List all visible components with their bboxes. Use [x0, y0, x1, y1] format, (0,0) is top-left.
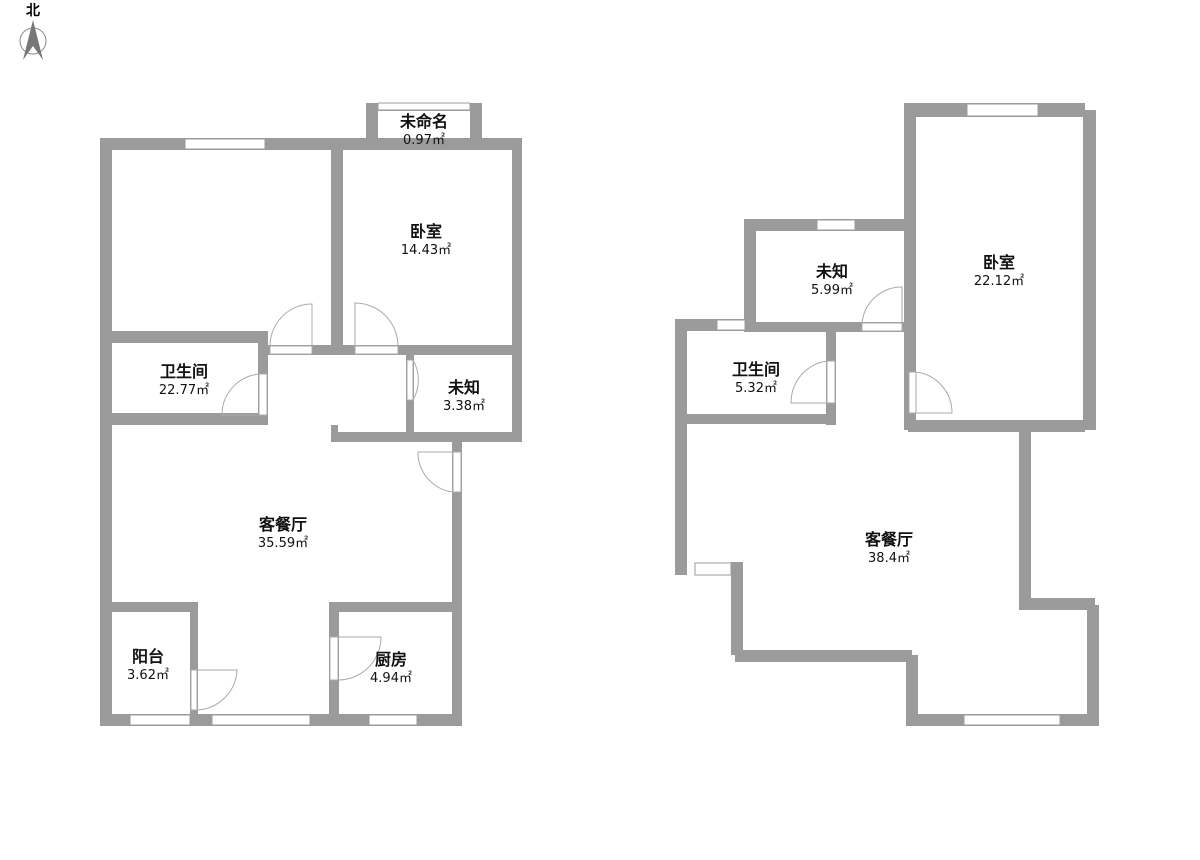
room-name: 客餐厅: [258, 515, 307, 534]
right-plan-windows: [694, 103, 1061, 726]
room-name: 厨房: [374, 650, 408, 669]
room-area: 5.99㎡: [811, 283, 853, 298]
room-name: 未命名: [399, 112, 449, 131]
room-area: 5.32㎡: [735, 381, 777, 396]
room-name: 阳台: [131, 647, 165, 666]
compass-arrow-icon: [19, 20, 47, 60]
room-name: 卫生间: [159, 362, 208, 381]
room-label-kitchen: 厨房 4.94㎡: [370, 650, 412, 688]
room-label-balcony: 阳台 3.62㎡: [127, 647, 169, 685]
room-area: 22.12㎡: [973, 274, 1025, 289]
north-label: 北: [26, 3, 40, 19]
room-area: 4.94㎡: [370, 671, 412, 686]
left-plan-windows: [129, 102, 471, 726]
left-plan-doors: [190, 302, 462, 711]
right-plan-doors: [790, 286, 953, 414]
room-label-unknown-2: 未知 5.99㎡: [811, 262, 853, 300]
room-label-living-dining: 客餐厅 35.59㎡: [258, 515, 308, 553]
room-name: 卧室: [409, 222, 442, 241]
room-area: 38.4㎡: [868, 551, 910, 566]
room-area: 0.97㎡: [403, 133, 445, 148]
room-label-bathroom: 卫生间 22.77㎡: [159, 362, 209, 400]
room-label-bathroom-2: 卫生间 5.32㎡: [732, 360, 780, 398]
room-name: 卫生间: [731, 360, 781, 379]
room-label-bedroom-2: 卧室 22.12㎡: [974, 253, 1024, 291]
room-area: 35.59㎡: [257, 536, 309, 551]
room-label-unknown: 未知 3.38㎡: [443, 378, 485, 416]
room-name: 未知: [447, 378, 481, 397]
room-label-bedroom: 卧室 14.43㎡: [401, 222, 451, 260]
room-name: 卧室: [982, 253, 1015, 272]
right-plan-walls: [675, 103, 1099, 726]
room-area: 3.38㎡: [443, 399, 485, 414]
room-name: 客餐厅: [864, 530, 914, 549]
room-name: 未知: [815, 262, 849, 281]
room-label-living-dining-2: 客餐厅 38.4㎡: [865, 530, 913, 568]
north-compass: 北: [18, 0, 48, 64]
room-label-unnamed: 未命名 0.97㎡: [400, 112, 448, 150]
room-area: 22.77㎡: [158, 383, 210, 398]
room-area: 14.43㎡: [400, 243, 452, 258]
left-plan-walls: [100, 103, 522, 726]
room-area: 3.62㎡: [127, 668, 169, 683]
